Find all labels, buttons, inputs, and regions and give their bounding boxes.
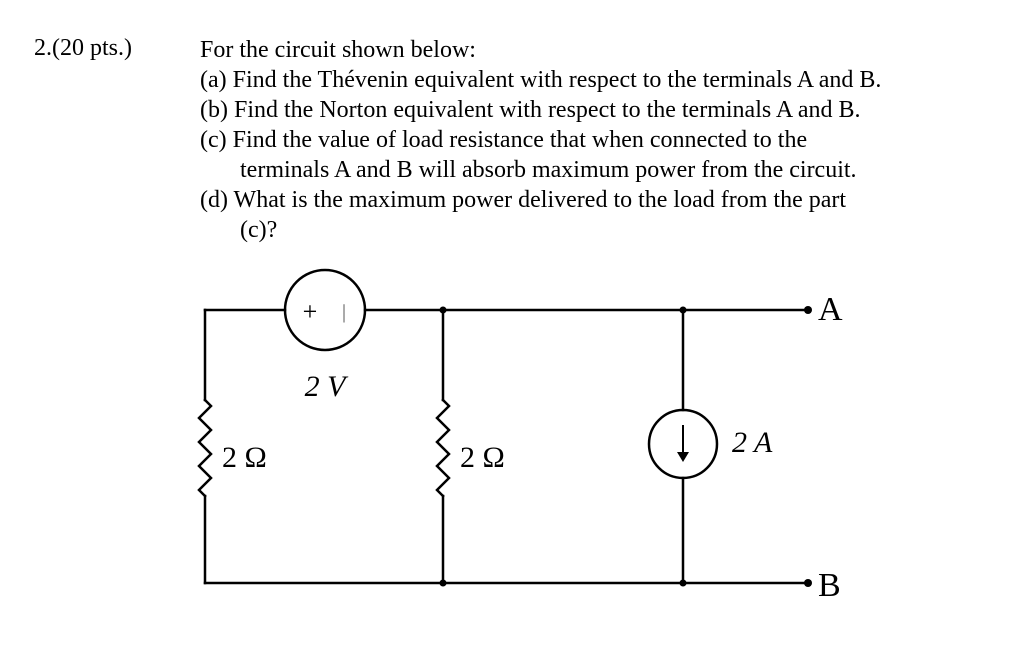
question-text: For the circuit shown below: (a) Find th… [200, 35, 881, 245]
junction-top-right [679, 306, 687, 314]
voltage-source-minus: | [342, 301, 346, 323]
question-intro: For the circuit shown below: [200, 37, 476, 63]
terminal-b-label: B [818, 567, 841, 604]
current-source-circle [647, 408, 719, 480]
junction-bottom-middle [439, 579, 447, 587]
voltage-source-plus: + [303, 297, 318, 326]
part-c-continued: terminals A and B will absorb maximum po… [240, 157, 857, 183]
terminal-a-label: A [818, 291, 843, 328]
question-number: 2.(20 pts.) [34, 35, 132, 61]
resistor-middle-label: 2 Ω [460, 441, 505, 474]
part-a: (a) Find the Thévenin equivalent with re… [200, 67, 882, 93]
part-d-continued: (c)? [240, 217, 278, 243]
terminal-b-dot [804, 579, 812, 587]
current-source-label: 2 A [732, 426, 773, 459]
resistor-left-label: 2 Ω [222, 441, 267, 474]
terminal-a-dot [804, 306, 812, 314]
current-arrow-head [677, 452, 689, 462]
voltage-source-label: 2 V [305, 370, 350, 403]
resistor-left-zigzag [197, 398, 213, 498]
junction-top-middle [439, 306, 447, 314]
part-c: (c) Find the value of load resistance th… [200, 127, 808, 153]
part-b: (b) Find the Norton equivalent with resp… [200, 97, 861, 123]
junction-bottom-right [679, 579, 687, 587]
voltage-source-circle [283, 268, 367, 352]
part-d: (d) What is the maximum power delivered … [200, 187, 847, 213]
resistor-middle-zigzag [435, 398, 451, 498]
